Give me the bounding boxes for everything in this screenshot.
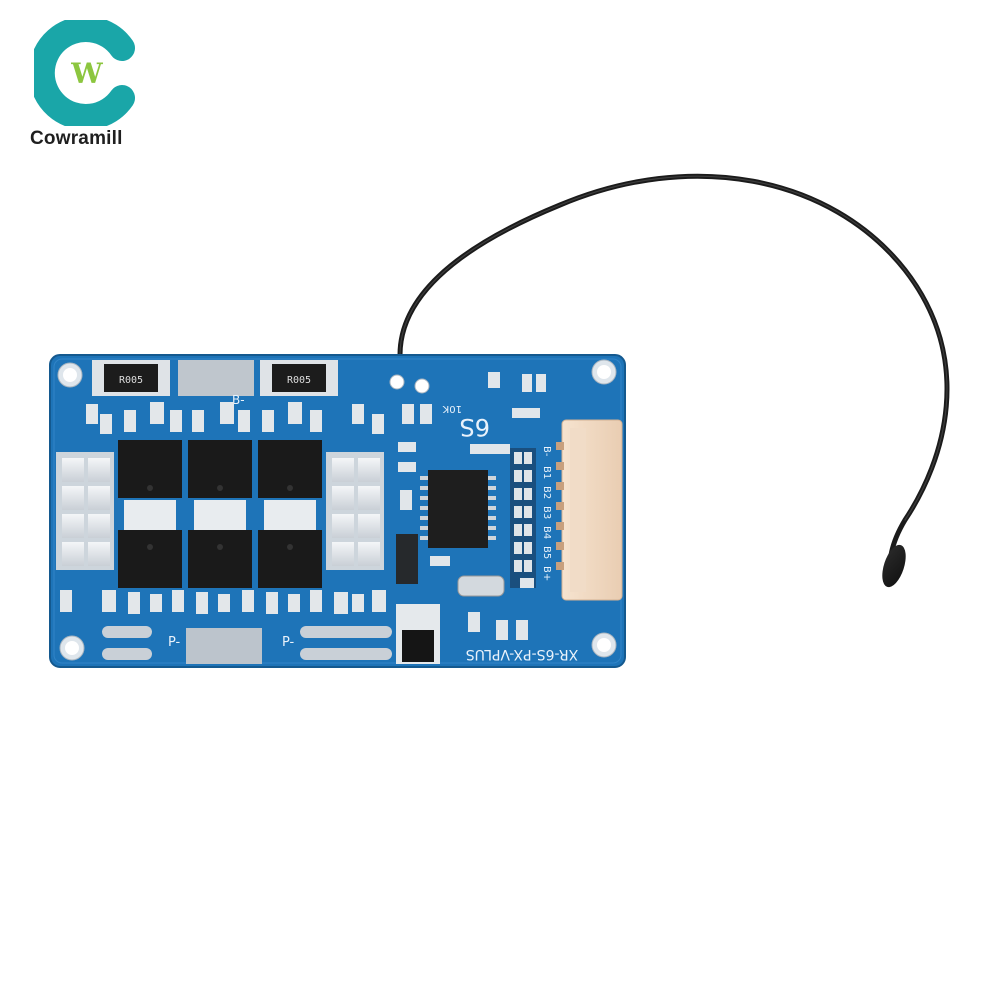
smd-row-bottom [60,590,386,614]
pcb-board: R005 R005 B- [49,354,626,668]
thermistor-wire [397,173,950,588]
svg-text:B4: B4 [541,526,552,539]
balance-pin-labels: B- B1 B2 B3 B4 B5 B+ [541,446,552,581]
diode-icon [402,630,434,662]
solder-pad-b-minus [178,360,254,396]
battery-pad-left [56,452,114,570]
shunt-resistor-right: R005 [260,360,338,396]
svg-text:B3: B3 [541,506,552,519]
svg-text:R005: R005 [119,375,143,386]
model-label: XR-6S-PX-VPLUS [466,646,579,662]
p-minus-label-left: P- [168,635,181,650]
p-minus-label-right: P- [282,635,295,650]
smd-row-top [86,402,384,434]
mosfet [118,440,322,588]
brand-name: Cowramill [30,128,123,149]
control-ic [420,470,496,548]
p-minus-pads [102,626,392,664]
small-components [396,372,546,640]
ohm-10k-label: 10K [442,403,462,414]
cell-count-label: 6S [459,413,490,441]
logo-letter: W [70,57,103,90]
battery-pad-right [326,452,384,570]
svg-text:B-: B- [541,446,552,457]
logo-ring-icon: W [34,20,135,126]
svg-text:B2: B2 [541,486,552,499]
b-minus-label: B- [232,393,245,407]
thermistor-probe [882,544,906,588]
svg-text:R005: R005 [287,375,311,386]
svg-text:B1: B1 [541,466,552,479]
passive-array [510,448,536,588]
brand-logo: W Cowramill [30,20,150,160]
balance-connector [556,419,623,601]
svg-text:B+: B+ [541,566,552,581]
shunt-resistor-left: R005 [92,360,170,396]
svg-text:B5: B5 [541,546,552,559]
mounting-holes [57,359,617,661]
